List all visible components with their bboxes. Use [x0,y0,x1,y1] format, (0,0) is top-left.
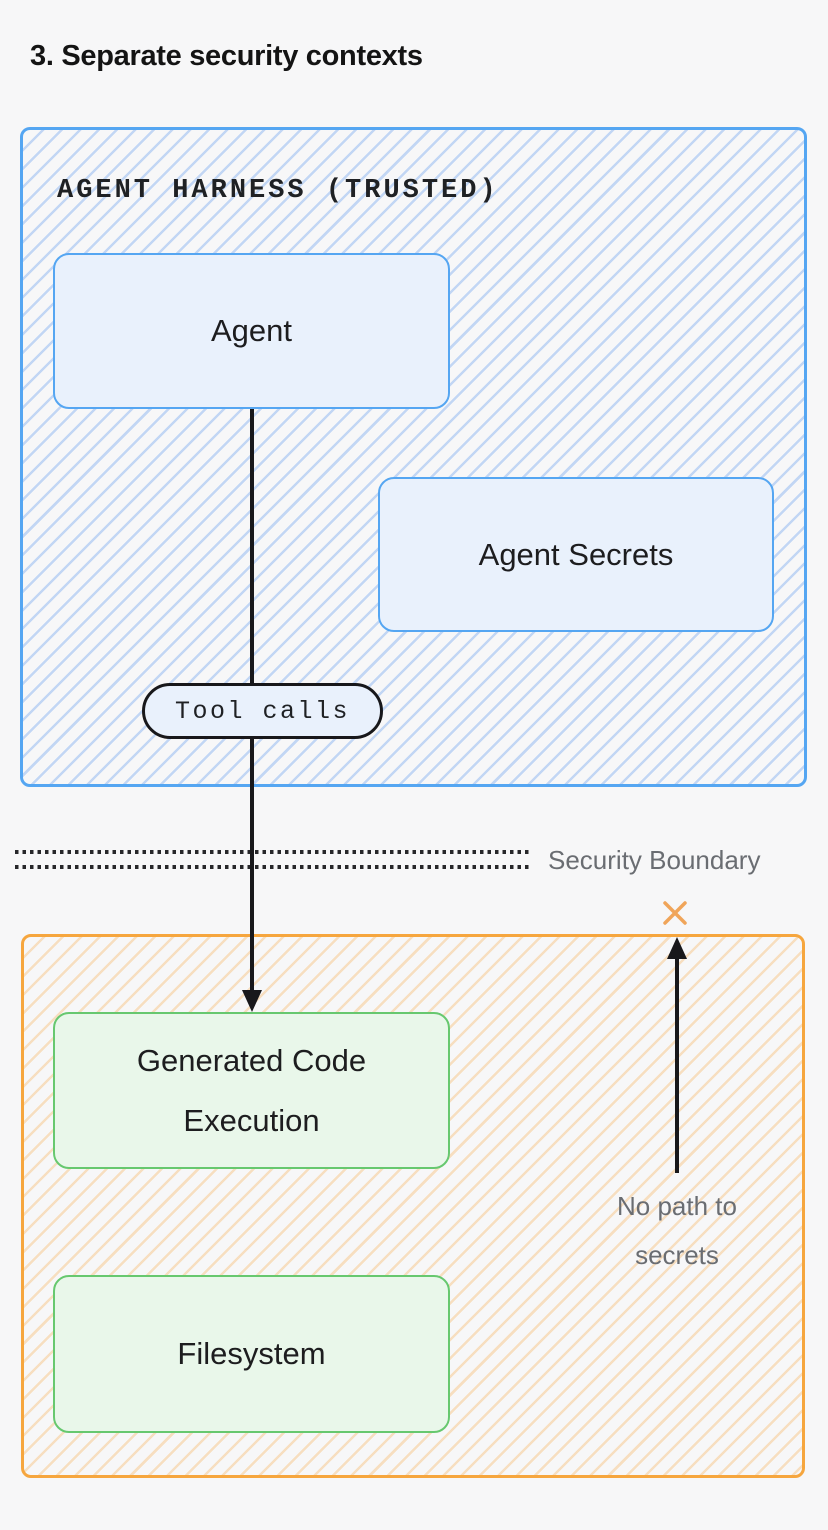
arrow-up-icon [667,937,687,959]
node-generated-code-execution: Generated Code Execution [53,1012,450,1169]
tool-calls-edge-label: Tool calls [142,683,383,739]
tool-calls-text: Tool calls [174,696,351,726]
security-boundary-line-bottom [15,865,532,869]
security-boundary-label: Security Boundary [548,845,761,875]
no-path-arrow-shaft [675,958,679,1173]
no-path-caption: No path to secrets [617,1191,737,1270]
node-filesystem: Filesystem [53,1275,450,1433]
node-agent-secrets: Agent Secrets [378,477,774,632]
arrow-down-icon [242,990,262,1012]
node-agent-label: Agent [210,313,292,348]
node-generated-code-execution-label: Generated Code Execution [136,1042,367,1138]
security-boundary-line-top [15,850,532,854]
x-cross-icon [663,901,687,925]
page-title: 3. Separate security contexts [30,40,423,72]
trusted-zone: AGENT HARNESS (TRUSTED) [20,127,807,787]
node-agent-secrets-label: Agent Secrets [478,536,674,572]
node-agent: Agent [53,253,450,409]
trusted-zone-label: AGENT HARNESS (TRUSTED) [57,176,499,206]
node-filesystem-label: Filesystem [177,1336,326,1371]
